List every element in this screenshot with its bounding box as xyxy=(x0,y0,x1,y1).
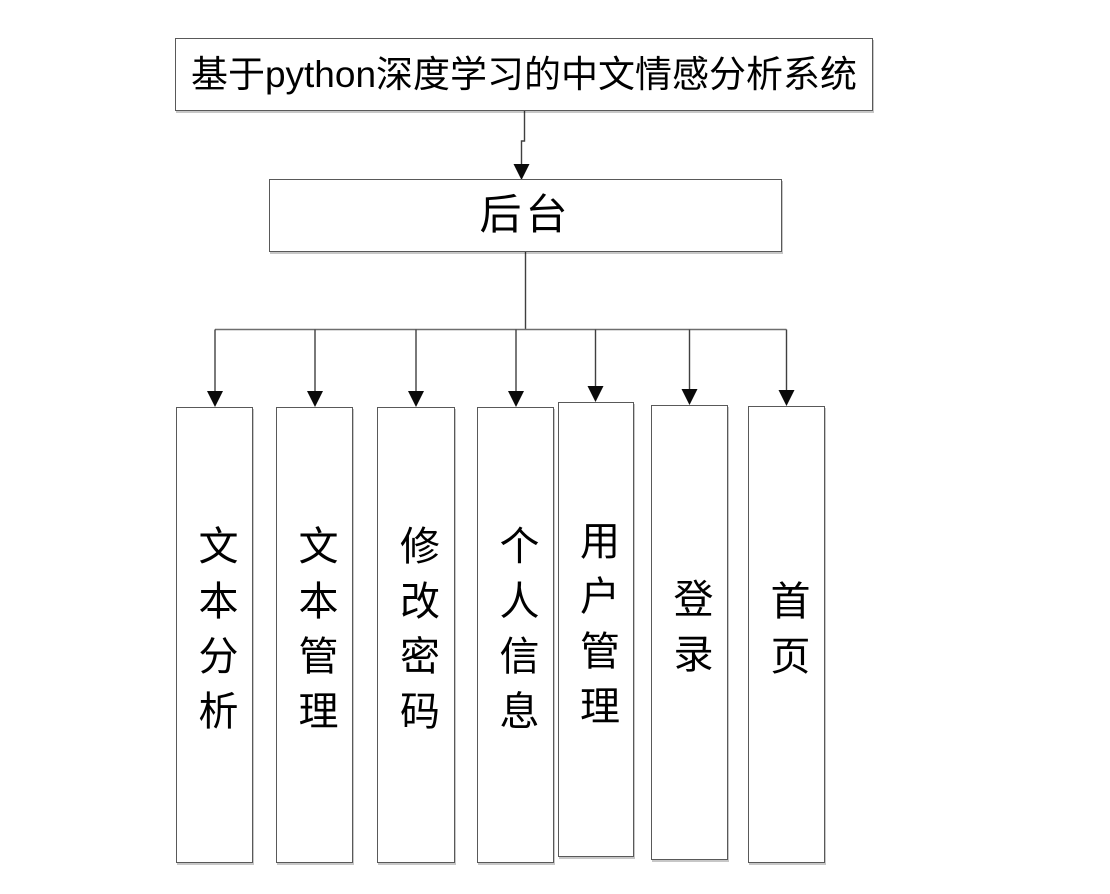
module-box-text-management: 文本管理 xyxy=(276,407,353,863)
module-label: 登录 xyxy=(667,577,713,688)
backend-label: 后台 xyxy=(479,192,572,239)
module-box-text-analysis: 文本分析 xyxy=(176,407,253,863)
connector-backend-to-rail xyxy=(215,252,787,331)
module-box-change-password: 修改密码 xyxy=(377,407,455,863)
arrowhead-down-icon xyxy=(508,391,524,407)
arrowhead-down-icon xyxy=(587,386,604,402)
module-label: 文本管理 xyxy=(292,525,338,745)
module-box-user-management: 用户管理 xyxy=(558,402,634,857)
module-label: 修改密码 xyxy=(394,525,439,745)
connector-rail-to-modules xyxy=(207,329,795,407)
module-box-home: 首页 xyxy=(748,406,825,863)
module-label: 个人信息 xyxy=(493,525,539,745)
arrowhead-down-icon xyxy=(681,389,698,405)
arrowhead-down-icon xyxy=(207,391,223,407)
module-box-login: 登录 xyxy=(651,405,728,860)
arrowhead-down-icon xyxy=(513,164,530,180)
connector-title-to-backend xyxy=(513,111,530,180)
module-label: 首页 xyxy=(764,579,810,690)
module-label: 文本分析 xyxy=(192,525,238,745)
module-label: 用户管理 xyxy=(574,519,619,740)
module-box-personal-info: 个人信息 xyxy=(477,407,554,863)
system-title-label: 基于python深度学习的中文情感分析系统 xyxy=(190,54,858,95)
system-title-box: 基于python深度学习的中文情感分析系统 xyxy=(175,38,873,111)
arrowhead-down-icon xyxy=(408,391,424,407)
backend-box: 后台 xyxy=(269,179,782,252)
arrowhead-down-icon xyxy=(778,390,795,406)
arrowhead-down-icon xyxy=(307,391,323,407)
